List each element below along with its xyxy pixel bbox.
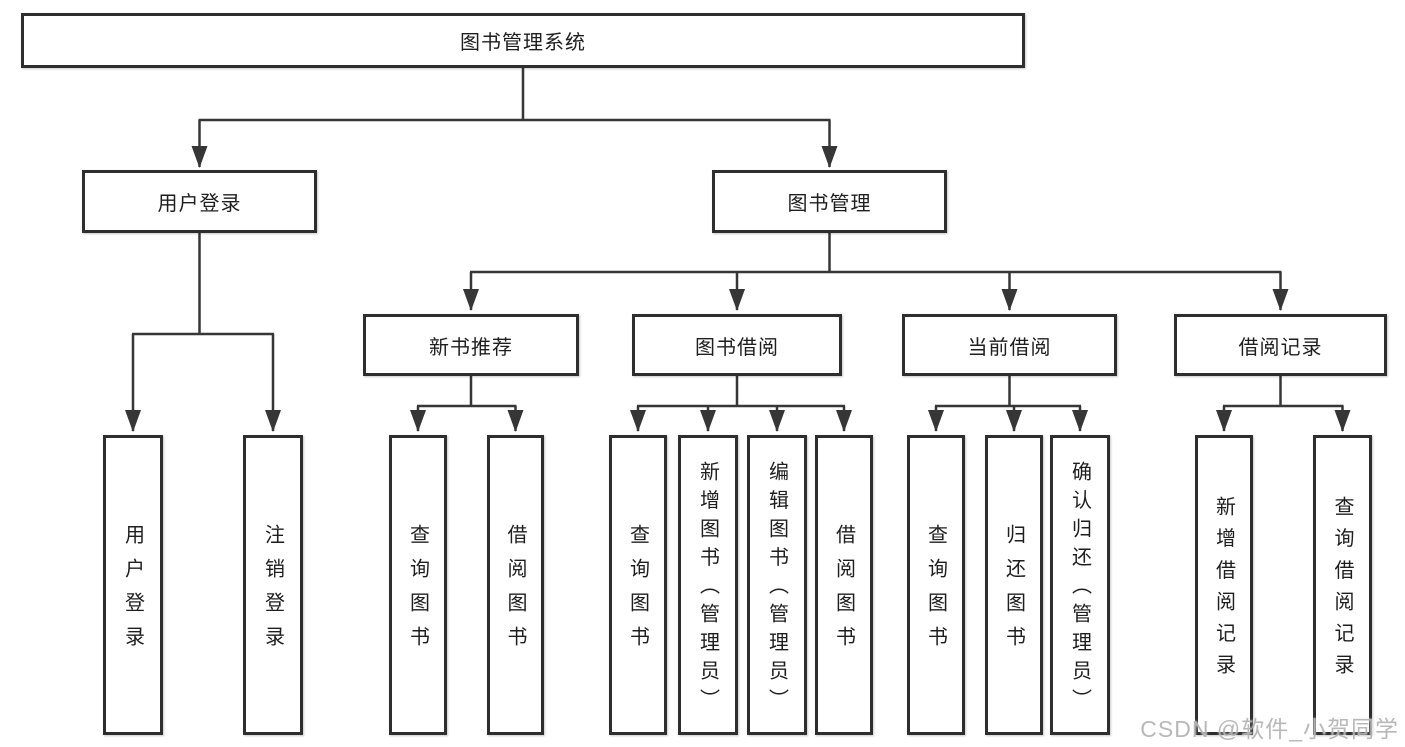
leaf-label: 注销登录: [261, 524, 284, 660]
leaf-edit-books-admin: 编辑图书（管理员）: [747, 435, 807, 735]
node-label: 图书管理系统: [460, 32, 586, 54]
node-label: 用户登录: [157, 193, 242, 215]
leaf-label: 归还图书: [1002, 524, 1025, 660]
leaf-add-books-admin: 新增图书（管理员）: [678, 435, 738, 735]
leaf-label: 新增图书（管理员）: [696, 461, 719, 717]
leaf-borrow-query-books: 查询图书: [609, 435, 667, 735]
node-label: 新书推荐: [429, 336, 513, 359]
node-label: 图书借阅: [695, 336, 779, 359]
leaf-borrow-books: 借阅图书: [815, 435, 873, 735]
leaf-recommend-borrow-books: 借阅图书: [487, 435, 544, 735]
node-borrow-records: 借阅记录: [1174, 314, 1387, 376]
node-book-management: 图书管理: [712, 170, 947, 233]
leaf-logout: 注销登录: [243, 435, 303, 735]
node-label: 图书管理: [787, 193, 872, 215]
leaf-query-borrow-record: 查询借阅记录: [1313, 435, 1372, 735]
leaf-user-login: 用户登录: [103, 435, 163, 735]
node-current-borrow: 当前借阅: [902, 314, 1117, 376]
node-library-management-system: 图书管理系统: [21, 13, 1025, 68]
leaf-confirm-return-admin: 确认归还（管理员）: [1050, 435, 1110, 735]
node-new-book-recommend: 新书推荐: [363, 314, 579, 376]
node-book-borrow: 图书借阅: [632, 314, 842, 376]
leaf-label: 用户登录: [121, 524, 144, 660]
leaf-label: 查询借阅记录: [1331, 495, 1353, 686]
leaf-label: 借阅图书: [504, 524, 526, 660]
leaf-label: 编辑图书（管理员）: [765, 461, 788, 717]
leaf-return-books: 归还图书: [985, 435, 1043, 735]
node-label: 借阅记录: [1238, 336, 1323, 359]
leaf-label: 新增借阅记录: [1212, 495, 1235, 686]
leaf-label: 确认归还（管理员）: [1068, 461, 1091, 717]
leaf-recommend-query-books: 查询图书: [389, 435, 447, 735]
leaf-label: 查询图书: [924, 524, 947, 660]
node-user-login: 用户登录: [82, 170, 317, 233]
node-label: 当前借阅: [967, 336, 1052, 359]
leaf-label: 查询图书: [626, 524, 649, 660]
leaf-label: 借阅图书: [832, 524, 855, 660]
watermark-text: CSDN @软件_小贺同学: [1140, 716, 1399, 742]
leaf-current-query-books: 查询图书: [907, 435, 965, 735]
leaf-label: 查询图书: [406, 524, 429, 660]
leaf-add-borrow-record: 新增借阅记录: [1195, 435, 1253, 735]
